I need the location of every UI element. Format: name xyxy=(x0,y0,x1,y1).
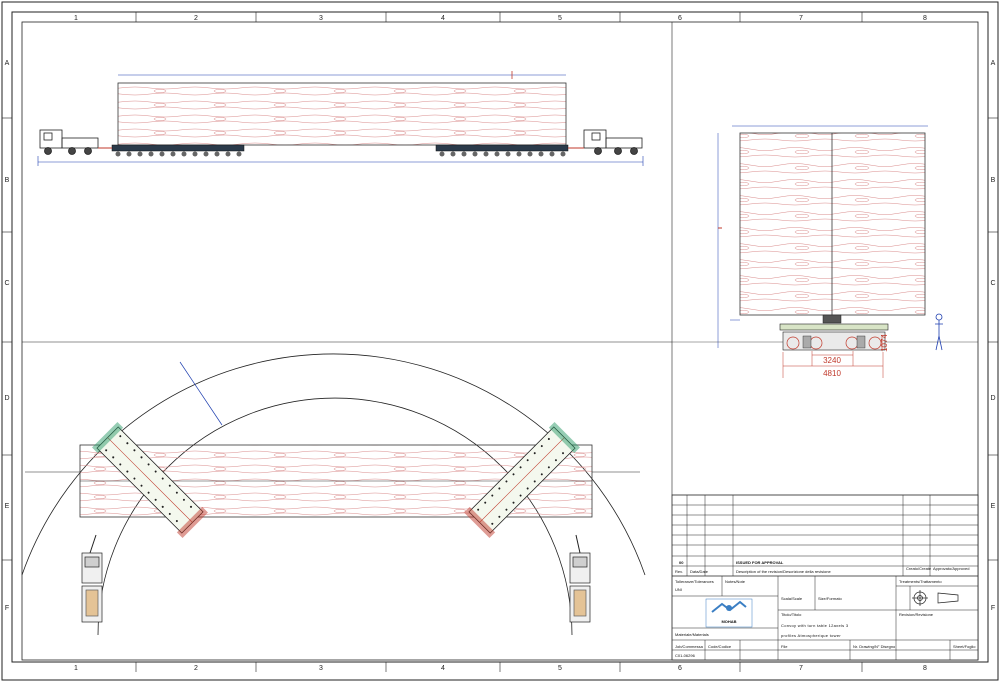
drawing-title-line-1: Convoy with turn table 12axels 3 xyxy=(781,623,849,628)
revision-label: Revision/Revisione xyxy=(899,612,934,617)
left-trailer-axles xyxy=(98,144,245,157)
column-labels-top: 1 2 3 4 5 6 7 8 xyxy=(74,15,927,22)
column-label-top-5: 5 xyxy=(558,15,562,22)
title-label: Titolo/Titolo xyxy=(781,612,802,617)
svg-text:MOHAB: MOHAB xyxy=(721,619,736,624)
row-label-left-C: C xyxy=(4,280,9,287)
header-rev: Rev. xyxy=(675,569,683,574)
column-label-top-8: 8 xyxy=(923,15,927,22)
left-tractor-icon xyxy=(39,129,99,155)
outer-width-dimension-label: 4810 xyxy=(823,369,841,378)
human-scale-figure-icon xyxy=(935,313,943,351)
sheet-label: Sheet/Foglio xyxy=(953,644,976,649)
column-label-bottom-3: 3 xyxy=(319,665,323,672)
column-label-top-7: 7 xyxy=(799,15,803,22)
left-tractor-plan-icon xyxy=(81,534,103,623)
projection-symbol-icon xyxy=(912,590,959,606)
height-dimension-label: 1074 xyxy=(880,334,889,352)
revision-description: ISSUED FOR APPROVAL xyxy=(736,560,784,565)
header-created: Creato/Create xyxy=(906,566,932,571)
row-labels-right: A B C D E F xyxy=(990,60,995,612)
column-label-top-1: 1 xyxy=(74,15,78,22)
job-label: Job/Commessa xyxy=(675,644,704,649)
tolerance-value: UNI xyxy=(675,587,682,592)
tolerance-label: Tolleranze/Tolerances xyxy=(675,579,714,584)
left-turntable-trailer xyxy=(92,422,208,538)
row-label-left-E: E xyxy=(5,503,10,510)
column-label-top-3: 3 xyxy=(319,15,323,22)
row-label-right-A: A xyxy=(991,60,996,67)
side-view-convoy xyxy=(37,71,644,166)
column-label-top-2: 2 xyxy=(194,15,198,22)
drawing-number-label: Nr. Drawing/N° Disegno xyxy=(853,644,896,649)
end-view-trailer xyxy=(779,314,889,351)
code-label: Code/Codice xyxy=(708,644,732,649)
file-label: File xyxy=(781,644,788,649)
right-tractor-plan-icon xyxy=(569,534,591,623)
tower-load-side xyxy=(117,82,567,146)
row-label-left-F: F xyxy=(5,605,9,612)
tower-load-end xyxy=(739,132,926,316)
right-tractor-icon xyxy=(583,129,643,155)
size-label: Size/Formato xyxy=(818,596,843,601)
row-label-left-B: B xyxy=(5,177,10,184)
right-turntable-trailer xyxy=(464,422,580,538)
end-view: 1074 3240 4810 xyxy=(717,125,943,378)
column-label-bottom-6: 6 xyxy=(678,665,682,672)
column-label-top-6: 6 xyxy=(678,15,682,22)
column-label-bottom-8: 8 xyxy=(923,665,927,672)
revision-number: 00 xyxy=(679,560,684,565)
inner-turn-radius-arc xyxy=(97,397,573,636)
row-ticks xyxy=(2,117,998,561)
drawing-title-line-2: profiles Atmospherique tower xyxy=(781,633,841,638)
row-label-right-D: D xyxy=(990,395,995,402)
material-label: Materiale/Materials xyxy=(675,632,709,637)
column-label-bottom-4: 4 xyxy=(441,665,445,672)
column-label-top-4: 4 xyxy=(441,15,445,22)
row-label-right-C: C xyxy=(990,280,995,287)
title-block: 00 ISSUED FOR APPROVAL Rev. Data/Date De… xyxy=(671,494,979,661)
scale-label: Scala/Scale xyxy=(781,596,803,601)
inner-width-dimension-label: 3240 xyxy=(823,356,841,365)
row-label-right-F: F xyxy=(991,605,995,612)
right-trailer-axles xyxy=(435,144,584,157)
row-label-left-D: D xyxy=(4,395,9,402)
column-labels-bottom: 1 2 3 4 5 6 7 8 xyxy=(74,665,927,672)
header-description: Description of the revision/Descrizione … xyxy=(736,569,831,574)
row-label-left-A: A xyxy=(5,60,10,67)
row-label-right-E: E xyxy=(991,503,996,510)
treatments-label: Treatments/Trattamento xyxy=(899,579,942,584)
column-label-bottom-2: 2 xyxy=(194,665,198,672)
row-labels-left: A B C D E F xyxy=(4,60,9,612)
plan-view-turn xyxy=(21,353,646,636)
column-ticks xyxy=(135,12,863,672)
row-label-right-B: B xyxy=(991,177,996,184)
column-label-bottom-5: 5 xyxy=(558,665,562,672)
header-approved: Approvato/Approved xyxy=(933,566,969,571)
notes-label: Notes/Note xyxy=(725,579,746,584)
column-label-bottom-7: 7 xyxy=(799,665,803,672)
job-value: C01-06296 xyxy=(675,653,696,658)
column-label-bottom-1: 1 xyxy=(74,665,78,672)
header-date: Data/Date xyxy=(690,569,709,574)
mohab-logo: MOHAB xyxy=(705,598,753,628)
